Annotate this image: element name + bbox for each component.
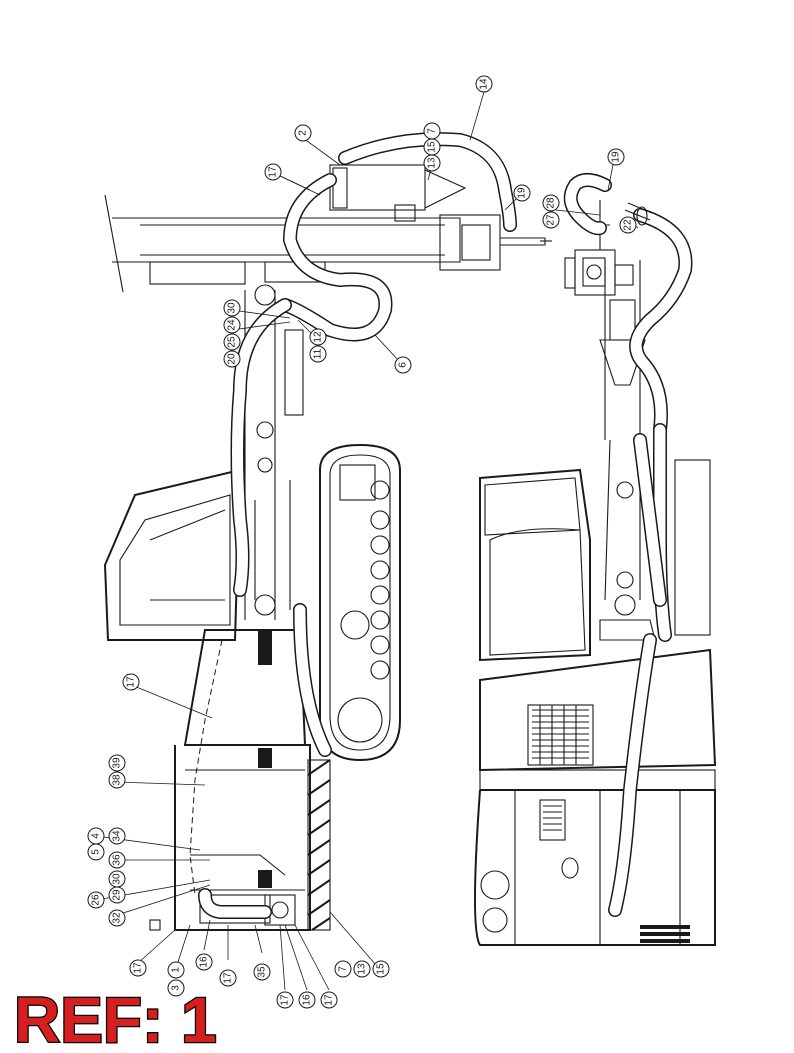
svg-text:17: 17 <box>126 676 137 688</box>
svg-text:16: 16 <box>199 956 210 968</box>
callout-28: 28 <box>542 194 560 212</box>
callout-27: 27 <box>542 211 560 229</box>
svg-text:19: 19 <box>517 187 528 199</box>
svg-text:12: 12 <box>313 331 324 343</box>
callout-7-bottom: 7 <box>334 960 352 978</box>
svg-text:4: 4 <box>91 833 102 839</box>
callout-39: 39 <box>108 754 126 772</box>
side-view-machine <box>103 164 552 931</box>
callout-38: 38 <box>108 771 126 789</box>
callout-30: 30 <box>223 299 241 317</box>
svg-text:1: 1 <box>171 967 182 973</box>
radiator-grille <box>527 704 594 766</box>
callout-6: 6 <box>394 356 412 374</box>
callout-15-bottom: 15 <box>372 960 390 978</box>
callout-22: 22 <box>619 216 637 234</box>
svg-text:3: 3 <box>171 985 182 991</box>
svg-text:17: 17 <box>223 972 234 984</box>
svg-text:32: 32 <box>112 912 123 924</box>
svg-text:25: 25 <box>227 336 238 348</box>
svg-text:24: 24 <box>227 319 238 331</box>
svg-text:20: 20 <box>227 353 238 365</box>
svg-text:14: 14 <box>479 78 490 90</box>
svg-text:5: 5 <box>91 849 102 855</box>
callout-34: 34 <box>108 827 126 845</box>
svg-text:7: 7 <box>427 128 438 134</box>
callout-19-front: 19 <box>607 148 625 166</box>
callout-36: 36 <box>108 851 126 869</box>
callout-20: 20 <box>223 350 241 368</box>
svg-text:16: 16 <box>302 994 313 1006</box>
callout-15: 15 <box>423 138 441 156</box>
callout-11: 11 <box>309 345 327 363</box>
svg-text:38: 38 <box>112 774 123 786</box>
crawler-track <box>319 443 401 762</box>
callout-16: 16 <box>195 953 213 971</box>
callout-13: 13 <box>423 154 441 172</box>
svg-text:30: 30 <box>227 302 238 314</box>
callout-4: 4 <box>87 827 105 845</box>
callout-25: 25 <box>223 333 241 351</box>
svg-text:7: 7 <box>338 966 349 972</box>
callout-19: 19 <box>513 184 531 202</box>
front-view-hoses <box>563 173 693 917</box>
callout-7: 7 <box>423 122 441 140</box>
svg-text:11: 11 <box>313 348 324 359</box>
svg-text:19: 19 <box>611 151 622 163</box>
svg-text:29: 29 <box>112 889 123 901</box>
callout-17-mid: 17 <box>122 673 140 691</box>
ref-label: REF: 1 <box>13 983 218 1048</box>
svg-text:17: 17 <box>280 994 291 1006</box>
front-view-machine <box>474 200 717 946</box>
svg-text:36: 36 <box>112 854 123 866</box>
callout-30-lower: 30 <box>108 870 126 888</box>
side-view-hoses <box>198 132 517 919</box>
svg-text:15: 15 <box>427 141 438 153</box>
callout-1: 1 <box>167 961 185 979</box>
callout-17-bottom-a: 17 <box>219 969 237 987</box>
callout-17-bottom-c: 17 <box>320 991 338 1009</box>
callout-14: 14 <box>475 75 493 93</box>
counterweight-stripes <box>640 925 690 943</box>
callout-35: 35 <box>253 963 271 981</box>
callout-5: 5 <box>87 843 105 861</box>
callout-26: 26 <box>87 891 105 909</box>
callout-13-bottom: 13 <box>353 960 371 978</box>
callout-17-bottom-b: 17 <box>276 991 294 1009</box>
svg-text:27: 27 <box>546 214 557 226</box>
svg-text:13: 13 <box>357 963 368 975</box>
svg-text:22: 22 <box>623 219 634 231</box>
callout-17-left-bottom: 17 <box>129 959 147 977</box>
svg-text:35: 35 <box>257 966 268 978</box>
hazard-stripes <box>307 759 331 931</box>
svg-text:34: 34 <box>112 830 123 842</box>
svg-text:6: 6 <box>398 362 409 368</box>
svg-text:17: 17 <box>324 994 335 1006</box>
callout-12: 12 <box>309 328 327 346</box>
svg-text:15: 15 <box>376 963 387 975</box>
callout-17: 17 <box>264 163 282 181</box>
svg-text:28: 28 <box>546 197 557 209</box>
callout-24: 24 <box>223 316 241 334</box>
leader-lines <box>95 91 639 991</box>
ref-label-text: REF: 1 <box>14 984 217 1048</box>
callout-16-bottom: 16 <box>298 991 316 1009</box>
callout-3: 3 <box>167 979 185 997</box>
svg-text:17: 17 <box>133 962 144 974</box>
callout-2: 2 <box>294 124 312 142</box>
svg-text:26: 26 <box>91 894 102 906</box>
svg-text:39: 39 <box>112 757 123 769</box>
svg-text:30: 30 <box>112 873 123 885</box>
svg-text:2: 2 <box>298 130 309 136</box>
callout-29: 29 <box>108 886 126 904</box>
svg-text:17: 17 <box>268 166 279 178</box>
svg-text:13: 13 <box>427 157 438 169</box>
callout-32: 32 <box>108 909 126 927</box>
